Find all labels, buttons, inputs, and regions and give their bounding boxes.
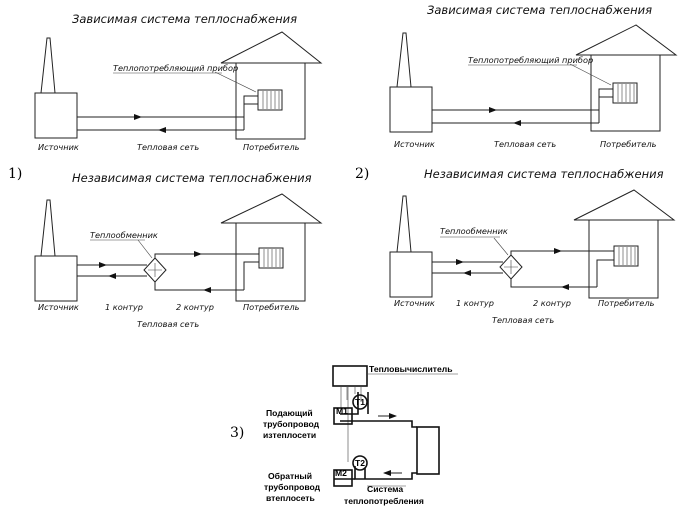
supply-label-3: изтеплосети xyxy=(263,430,316,440)
supply-label-2: трубопровод xyxy=(263,419,320,429)
network-label: Тепловая сеть xyxy=(137,142,199,152)
house-body xyxy=(235,62,306,140)
source-label: Источник xyxy=(38,142,79,152)
calculator-label: Тепловычислитель xyxy=(369,364,453,374)
source-building xyxy=(389,251,433,298)
diagram-title: Зависимая система теплоснабжения xyxy=(72,12,297,26)
source-label: Источник xyxy=(38,302,79,312)
secondary-supply-pipe xyxy=(510,250,597,255)
heat-calculator-box xyxy=(332,365,368,387)
house-body xyxy=(588,219,659,299)
signal-wires xyxy=(340,386,362,462)
source-building xyxy=(389,86,433,133)
house-roof xyxy=(220,31,323,64)
leader-line xyxy=(214,71,257,93)
system-label-2: теплопотребления xyxy=(344,496,424,506)
device-label: Теплопотребляющий прибор xyxy=(468,55,593,65)
independent-system-left: Независимая система теплоснабжения Тепло… xyxy=(34,171,323,329)
house-piping xyxy=(243,253,259,290)
temp-sensor-t1 xyxy=(352,394,368,410)
independent-system-right: Независимая система теплоснабжения Тепло… xyxy=(389,167,676,325)
circuit2-label: 2 контур xyxy=(533,298,571,308)
device-label: Теплопотребляющий прибор xyxy=(113,63,238,73)
t1-label: T1 xyxy=(355,397,365,407)
diagram-title: Независимая система теплоснабжения xyxy=(72,171,312,185)
marker-1: 1) xyxy=(8,166,22,182)
house-roof xyxy=(573,189,676,221)
return-label-2: трубопровод xyxy=(264,482,321,492)
circuit1-label: 1 контур xyxy=(456,298,494,308)
chimney xyxy=(396,32,412,88)
radiator-icon xyxy=(613,245,639,267)
house-piping xyxy=(243,95,258,130)
secondary-return-pipe xyxy=(154,282,244,291)
network-label: Тепловая сеть xyxy=(137,319,199,329)
heat-meter-scheme: Тепловычислитель M1 T1 T2 M2 Подающий тр… xyxy=(263,364,458,506)
supply-pipe xyxy=(372,420,417,428)
system-label-1: Система xyxy=(367,484,403,494)
secondary-supply-pipe xyxy=(154,253,244,258)
dependent-system-left: Зависимая система теплоснабжения Теплопо… xyxy=(34,12,323,152)
chimney xyxy=(396,195,412,253)
leader-line xyxy=(569,63,612,86)
return-label-1: Обратный xyxy=(268,471,312,481)
radiator-icon xyxy=(257,89,283,111)
consumer-label: Потребитель xyxy=(600,139,657,149)
source-label: Источник xyxy=(394,298,435,308)
house-body xyxy=(590,54,661,132)
circuit2-label: 2 контур xyxy=(176,302,214,312)
circuit1-label: 1 контур xyxy=(105,302,143,312)
consumption-system xyxy=(416,426,440,475)
flowmeter-m2 xyxy=(333,469,353,487)
dependent-system-right: Зависимая система теплоснабжения Теплопо… xyxy=(389,3,678,149)
source-building xyxy=(34,255,78,302)
return-label-3: втеплосеть xyxy=(266,493,315,503)
t2-label: T2 xyxy=(355,458,365,468)
radiator-icon xyxy=(258,247,284,269)
house-piping xyxy=(596,250,614,287)
consumer-label: Потребитель xyxy=(598,298,655,308)
diagram-title: Независимая система теплоснабжения xyxy=(424,167,664,181)
chimney xyxy=(40,37,56,94)
supply-label-1: Подающий xyxy=(266,408,313,418)
leader-line xyxy=(137,239,153,259)
consumer-label: Потребитель xyxy=(243,142,300,152)
m1-label: M1 xyxy=(336,406,348,416)
chimney xyxy=(40,199,56,257)
m2-label: M2 xyxy=(335,468,347,478)
network-label: Тепловая сеть xyxy=(492,315,554,325)
return-pipe xyxy=(354,466,417,480)
source-building xyxy=(34,92,78,139)
secondary-return-pipe xyxy=(510,279,597,288)
flowmeter-m1 xyxy=(333,407,353,425)
leader-line xyxy=(493,237,509,256)
diagram-title: Зависимая система теплоснабжения xyxy=(427,3,652,17)
exchanger-label: Теплообменник xyxy=(440,226,508,236)
consumer-label: Потребитель xyxy=(243,302,300,312)
source-label: Источник xyxy=(394,139,435,149)
radiator-icon xyxy=(612,82,638,104)
exchanger-label: Теплообменник xyxy=(90,230,158,240)
marker-3: 3) xyxy=(230,425,244,441)
house-roof xyxy=(220,193,323,224)
house-roof xyxy=(575,24,678,56)
house-body xyxy=(235,222,306,302)
house-piping xyxy=(598,88,613,123)
network-label: Тепловая сеть xyxy=(494,139,556,149)
temp-sensor-t2 xyxy=(352,455,368,471)
marker-2: 2) xyxy=(355,166,369,182)
